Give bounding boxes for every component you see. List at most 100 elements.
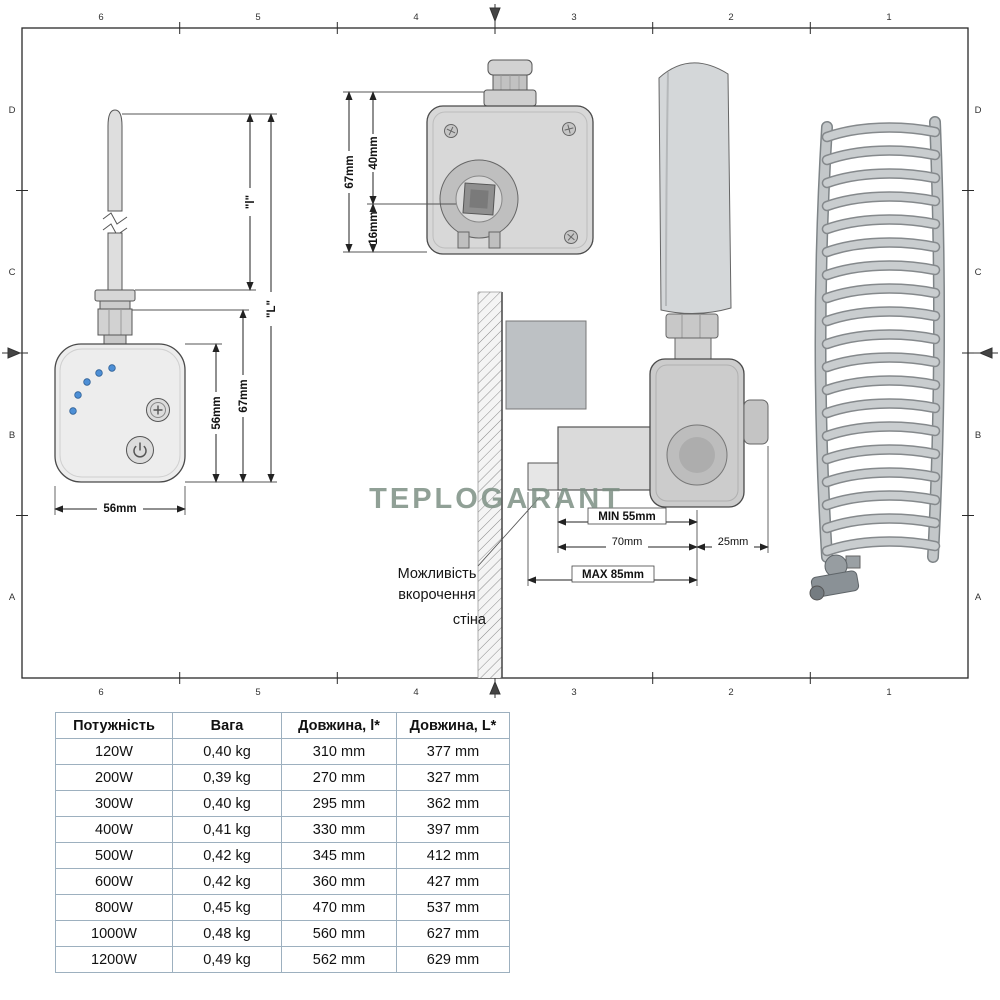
power-button [126,436,154,464]
table-cell: 0,42 kg [172,842,282,869]
table-cell: 470 mm [281,894,397,921]
grid-col-label: 5 [255,12,260,23]
break-symbol [102,223,128,236]
grid-row-label: C [9,267,16,278]
element-collar [99,300,131,310]
shortening-note-line2: вкорочення [398,587,476,603]
screw [562,122,576,136]
table-cell: 800W [55,894,173,921]
shortenable-section [527,462,559,491]
break-symbol [102,212,128,225]
grid-col-label: 6 [98,687,103,698]
table-cell: 500W [55,842,173,869]
led-indicators [69,364,116,415]
table-cell: 627 mm [396,920,510,947]
grid-row-label: D [975,105,982,116]
col-header-weight: Вага [172,712,282,739]
screw [564,230,578,244]
connector-pipe [674,337,712,361]
table-cell: 310 mm [281,738,397,765]
table-cell: 537 mm [396,894,510,921]
dim-25-label: 25mm [718,536,749,548]
element-rod-lower [107,232,123,291]
centering-marks [2,4,998,698]
col-header-power: Потужність [55,712,173,739]
mount-dimensions: MIN 55mm 70mm 25mm MAX 85mm [527,446,769,586]
head-knob [743,399,769,445]
grid-row-label: B [9,430,15,441]
table-cell: 400W [55,816,173,843]
grid-col-label: 1 [886,687,891,698]
table-cell: 377 mm [396,738,510,765]
heating-element-view: 56mm 56mm 67mm "l" "L" [54,109,279,516]
clamp-assembly [439,159,519,249]
grid-labels: 6 5 4 3 2 1 6 5 4 3 2 1 D C B A D C B A [9,12,982,698]
grid-col-label: 2 [728,687,733,698]
table-cell: 120W [55,738,173,765]
table-cell: 270 mm [281,764,397,791]
grid-row-label: C [975,267,982,278]
table-cell: 0,42 kg [172,868,282,895]
table-cell: 0,40 kg [172,738,282,765]
grid-row-label: B [975,430,981,441]
table-cell: 629 mm [396,946,510,973]
dim-head-40-label: 40mm [368,136,380,169]
table-cell: 562 mm [281,946,397,973]
table-cell: 0,45 kg [172,894,282,921]
dim-70-label: 70mm [612,536,643,548]
grid-row-label: D [9,105,16,116]
table-cell: 327 mm [396,764,510,791]
plus-button [146,398,170,422]
grid-row-label: A [9,592,16,603]
leader-line [477,496,541,567]
table-cell: 295 mm [281,790,397,817]
table-cell: 1000W [55,920,173,947]
dim-67-label: 67mm [238,379,250,412]
wall-mount-side-view: MIN 55mm 70mm 25mm MAX 85mm Можливість в… [398,62,769,678]
screw [444,124,458,138]
union-nut [665,313,719,339]
table-cell: 600W [55,868,173,895]
table-cell: 560 mm [281,920,397,947]
grid-col-label: 2 [728,12,733,23]
element-flange [94,289,136,302]
grid-col-label: 3 [571,12,576,23]
grid-col-label: 6 [98,12,103,23]
watermark: TEPLOGARANT [369,483,623,515]
element-rod-upper [107,109,123,212]
head-dimensions: 67mm 40mm 16mm [341,91,484,253]
table-cell: 0,48 kg [172,920,282,947]
col-header-length-l: Довжина, l* [281,712,397,739]
dim-l-label: "l" [245,195,257,209]
radiator-rungs [827,128,935,551]
table-cell: 0,49 kg [172,946,282,973]
table-cell: 362 mm [396,790,510,817]
grid-col-label: 4 [413,12,418,23]
spec-table-header-row: Потужність Вага Довжина, l* Довжина, L* [55,712,510,739]
table-cell: 397 mm [396,816,510,843]
table-cell: 200W [55,764,173,791]
grid-col-label: 1 [886,12,891,23]
dim-body-height-label: 56mm [211,396,223,429]
dim-head-67-label: 67mm [344,155,356,188]
table-cell: 345 mm [281,842,397,869]
dim-head-16-label: 16mm [368,211,380,244]
table-cell: 300W [55,790,173,817]
element-neck [103,334,127,345]
dim-width-label: 56mm [103,503,136,515]
table-cell: 412 mm [396,842,510,869]
dim-min-label: MIN 55mm [598,511,656,523]
spec-table: Потужність Вага Довжина, l* Довжина, L* … [55,712,510,973]
table-cell: 427 mm [396,868,510,895]
technical-drawing: 6 5 4 3 2 1 6 5 4 3 2 1 D C B A D C B A [2,4,998,698]
